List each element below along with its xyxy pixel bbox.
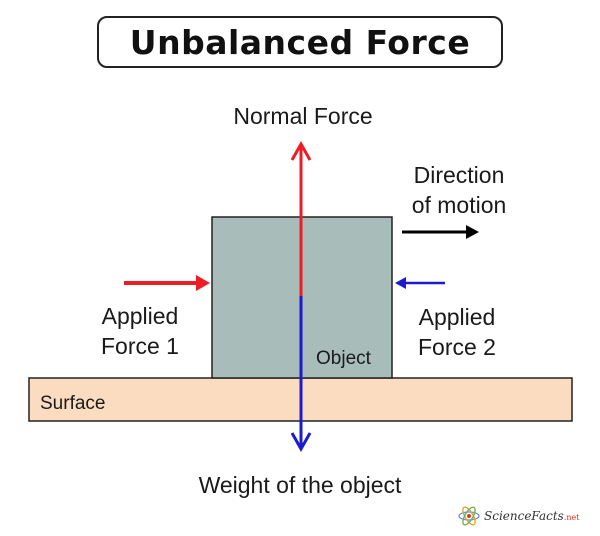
applied-force-1-line1: Applied bbox=[101, 303, 179, 329]
normal-force-arrow-head bbox=[290, 140, 312, 161]
diagram-title: Unbalanced Force bbox=[129, 22, 471, 62]
applied-force-1-line2: Force 1 bbox=[101, 333, 179, 359]
applied-force-2-label: Applied Force 2 bbox=[395, 302, 519, 362]
applied-force-2-line2: Force 2 bbox=[418, 334, 496, 360]
direction-of-motion-label: Direction of motion bbox=[400, 160, 518, 220]
weight-arrow-head bbox=[290, 432, 312, 453]
applied-force-2-line1: Applied bbox=[418, 304, 496, 330]
direction-label-line2: of motion bbox=[411, 192, 507, 218]
surface-label: Surface bbox=[40, 393, 106, 414]
logo-text: ScienceFacts.net bbox=[484, 509, 580, 523]
sciencefacts-logo: ScienceFacts.net bbox=[458, 502, 583, 530]
normal-force-label: Normal Force bbox=[233, 103, 373, 129]
motion-arrow-head bbox=[466, 225, 479, 239]
weight-label: Weight of the object bbox=[198, 472, 402, 498]
direction-label-line1: Direction bbox=[413, 162, 505, 188]
atom-icon bbox=[458, 506, 480, 526]
applied-force-1-arrow-head bbox=[196, 275, 210, 291]
applied-force-2-arrow-head bbox=[395, 277, 406, 289]
applied-force-1-label: Applied Force 1 bbox=[80, 301, 200, 361]
title-box: Unbalanced Force bbox=[97, 16, 503, 68]
object-label: Object bbox=[316, 348, 371, 369]
